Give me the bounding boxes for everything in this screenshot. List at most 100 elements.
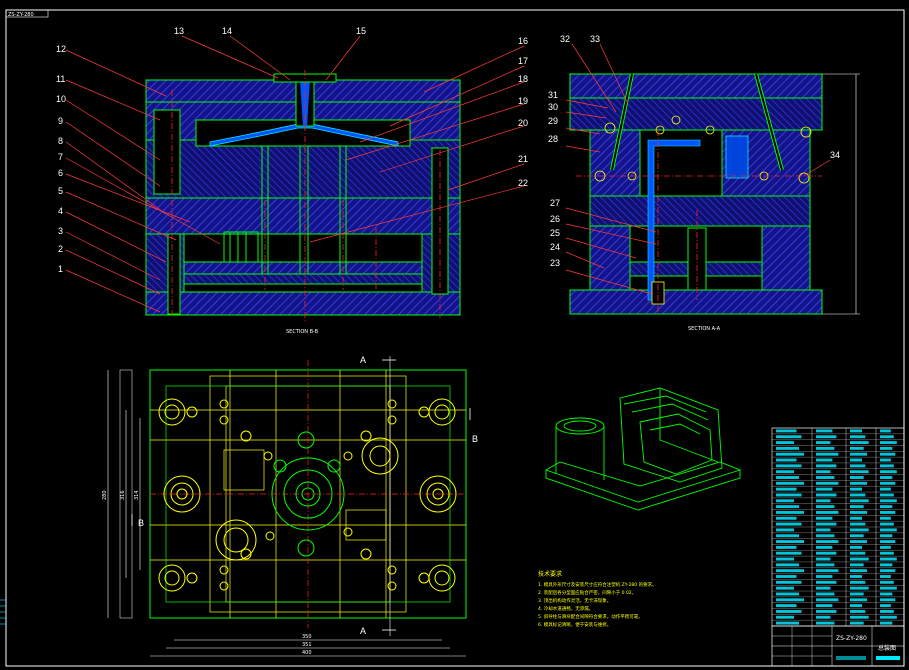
bom-cell-mark bbox=[850, 493, 866, 497]
sheet-border bbox=[5, 9, 905, 667]
bom-cell-mark bbox=[776, 615, 794, 619]
bom-cell-mark bbox=[850, 470, 869, 474]
bom-cell-mark bbox=[850, 551, 866, 555]
part-number-22: 22 bbox=[518, 178, 528, 188]
bom-cell-mark bbox=[776, 493, 802, 497]
bom-cell-mark bbox=[816, 545, 833, 549]
bom-cell-mark bbox=[850, 464, 866, 468]
bom-cell-mark bbox=[850, 586, 869, 590]
section-marker-b-right: B bbox=[472, 434, 478, 444]
bom-cell-mark bbox=[850, 569, 867, 573]
bom-cell-mark bbox=[776, 505, 799, 509]
part-number-15: 15 bbox=[356, 26, 366, 36]
bom-cell-mark bbox=[776, 563, 799, 567]
bom-cell-mark bbox=[880, 487, 891, 491]
bom-cell-mark bbox=[816, 505, 835, 509]
bom-cell-mark bbox=[850, 545, 862, 549]
bom-cell-mark bbox=[850, 528, 869, 532]
bom-cell-mark bbox=[776, 557, 794, 561]
bom-cell-mark bbox=[880, 458, 891, 462]
bom-cell-mark bbox=[816, 516, 833, 520]
part-number-27: 27 bbox=[550, 198, 560, 208]
dim-height-mid: 316 bbox=[120, 490, 126, 500]
part-number-24: 24 bbox=[550, 242, 560, 252]
bom-cell-mark bbox=[816, 598, 839, 602]
bom-cell-mark bbox=[776, 575, 797, 578]
part-number-19: 19 bbox=[518, 96, 528, 106]
bom-cell-mark bbox=[850, 609, 866, 613]
part-number-13: 13 bbox=[174, 26, 184, 36]
bom-cell-mark bbox=[776, 470, 794, 474]
bom-cell-mark bbox=[880, 569, 896, 573]
bom-cell-mark bbox=[850, 540, 867, 544]
drawing-number: ZS-ZY-280 bbox=[836, 635, 867, 642]
bom-cell-mark bbox=[850, 505, 864, 509]
bom-cell-mark bbox=[880, 505, 893, 509]
bom-cell-mark bbox=[880, 470, 897, 474]
bom-cell-mark bbox=[816, 563, 835, 567]
part-number-16: 16 bbox=[518, 36, 528, 46]
bom-cell-mark bbox=[776, 499, 794, 503]
section-bb-view: SECTION B-B bbox=[145, 70, 461, 335]
dim-height-inner: 314 bbox=[134, 490, 140, 500]
bom-cell-mark bbox=[816, 604, 833, 608]
bom-cell-mark bbox=[816, 569, 839, 573]
part-number-30: 30 bbox=[548, 102, 558, 112]
bom-cell-mark bbox=[880, 441, 897, 445]
bom-cell-mark bbox=[850, 563, 864, 567]
bom-cell-mark bbox=[776, 569, 804, 573]
section-aa-part-numbers: 23 24 25 26 27 28 29 30 31 32 33 34 bbox=[548, 34, 840, 268]
dim-width-inner: 350 bbox=[302, 634, 312, 640]
part-number-29: 29 bbox=[548, 116, 558, 126]
bom-cell-mark bbox=[776, 510, 804, 514]
plan-view: A A B B 350 351 400 280 316 314 bbox=[102, 355, 478, 657]
part-number-10: 10 bbox=[56, 94, 66, 104]
bom-cell-mark bbox=[850, 441, 869, 445]
part-number-6: 6 bbox=[58, 168, 63, 178]
bom-cell-mark bbox=[880, 540, 896, 544]
section-bb-part-numbers: 1 2 3 4 5 6 7 8 9 10 11 12 13 14 15 16 1… bbox=[56, 26, 528, 274]
bom-cell-mark bbox=[776, 534, 799, 538]
part-number-14: 14 bbox=[222, 26, 232, 36]
bom-cell-mark bbox=[816, 441, 831, 445]
bom-cell-mark bbox=[850, 557, 869, 561]
bom-cell-mark bbox=[816, 528, 831, 532]
part-number-2: 2 bbox=[58, 244, 63, 254]
bom-cell-mark bbox=[776, 441, 794, 445]
bom-cell-mark bbox=[850, 516, 862, 520]
dim-height-outer: 280 bbox=[102, 490, 108, 500]
bom-cell-mark bbox=[816, 621, 835, 625]
bom-cell-mark bbox=[880, 435, 894, 439]
bom-cell-mark bbox=[776, 609, 802, 613]
bom-cell-mark bbox=[776, 458, 797, 462]
part-number-18: 18 bbox=[518, 74, 528, 84]
bom-cell-mark bbox=[850, 499, 869, 503]
bom-cell-mark bbox=[776, 429, 797, 433]
part-number-17: 17 bbox=[518, 56, 528, 66]
part-number-31: 31 bbox=[548, 90, 558, 100]
bom-cell-mark bbox=[880, 563, 893, 567]
bom-cell-mark bbox=[850, 429, 862, 433]
part-number-4: 4 bbox=[58, 206, 63, 216]
bom-cell-mark bbox=[850, 604, 862, 608]
bom-cell-mark bbox=[816, 435, 837, 439]
bom-cell-mark bbox=[816, 458, 833, 462]
bom-cell-mark bbox=[880, 516, 891, 520]
corner-tag: ZS-ZY-280 bbox=[8, 12, 34, 18]
bom-table bbox=[771, 427, 905, 627]
bom-cell-mark bbox=[816, 615, 831, 619]
bom-rows bbox=[772, 427, 904, 625]
section-marker-a-bottom: A bbox=[360, 626, 366, 636]
technical-notes: 技术要求 1. 模具外形尺寸及安装尺寸应符合注塑机 ZY-280 的要求。 2.… bbox=[538, 570, 657, 628]
section-bb-leaders bbox=[65, 35, 525, 313]
bom-cell-mark bbox=[880, 551, 894, 555]
bom-cell-mark bbox=[776, 487, 797, 491]
bom-cell-mark bbox=[880, 609, 894, 613]
bom-cell-mark bbox=[776, 516, 797, 520]
bom-cell-mark bbox=[816, 452, 839, 456]
bom-cell-mark bbox=[816, 499, 831, 503]
bom-cell-mark bbox=[816, 481, 839, 485]
bom-cell-mark bbox=[776, 545, 797, 549]
bom-cell-mark bbox=[880, 446, 893, 450]
